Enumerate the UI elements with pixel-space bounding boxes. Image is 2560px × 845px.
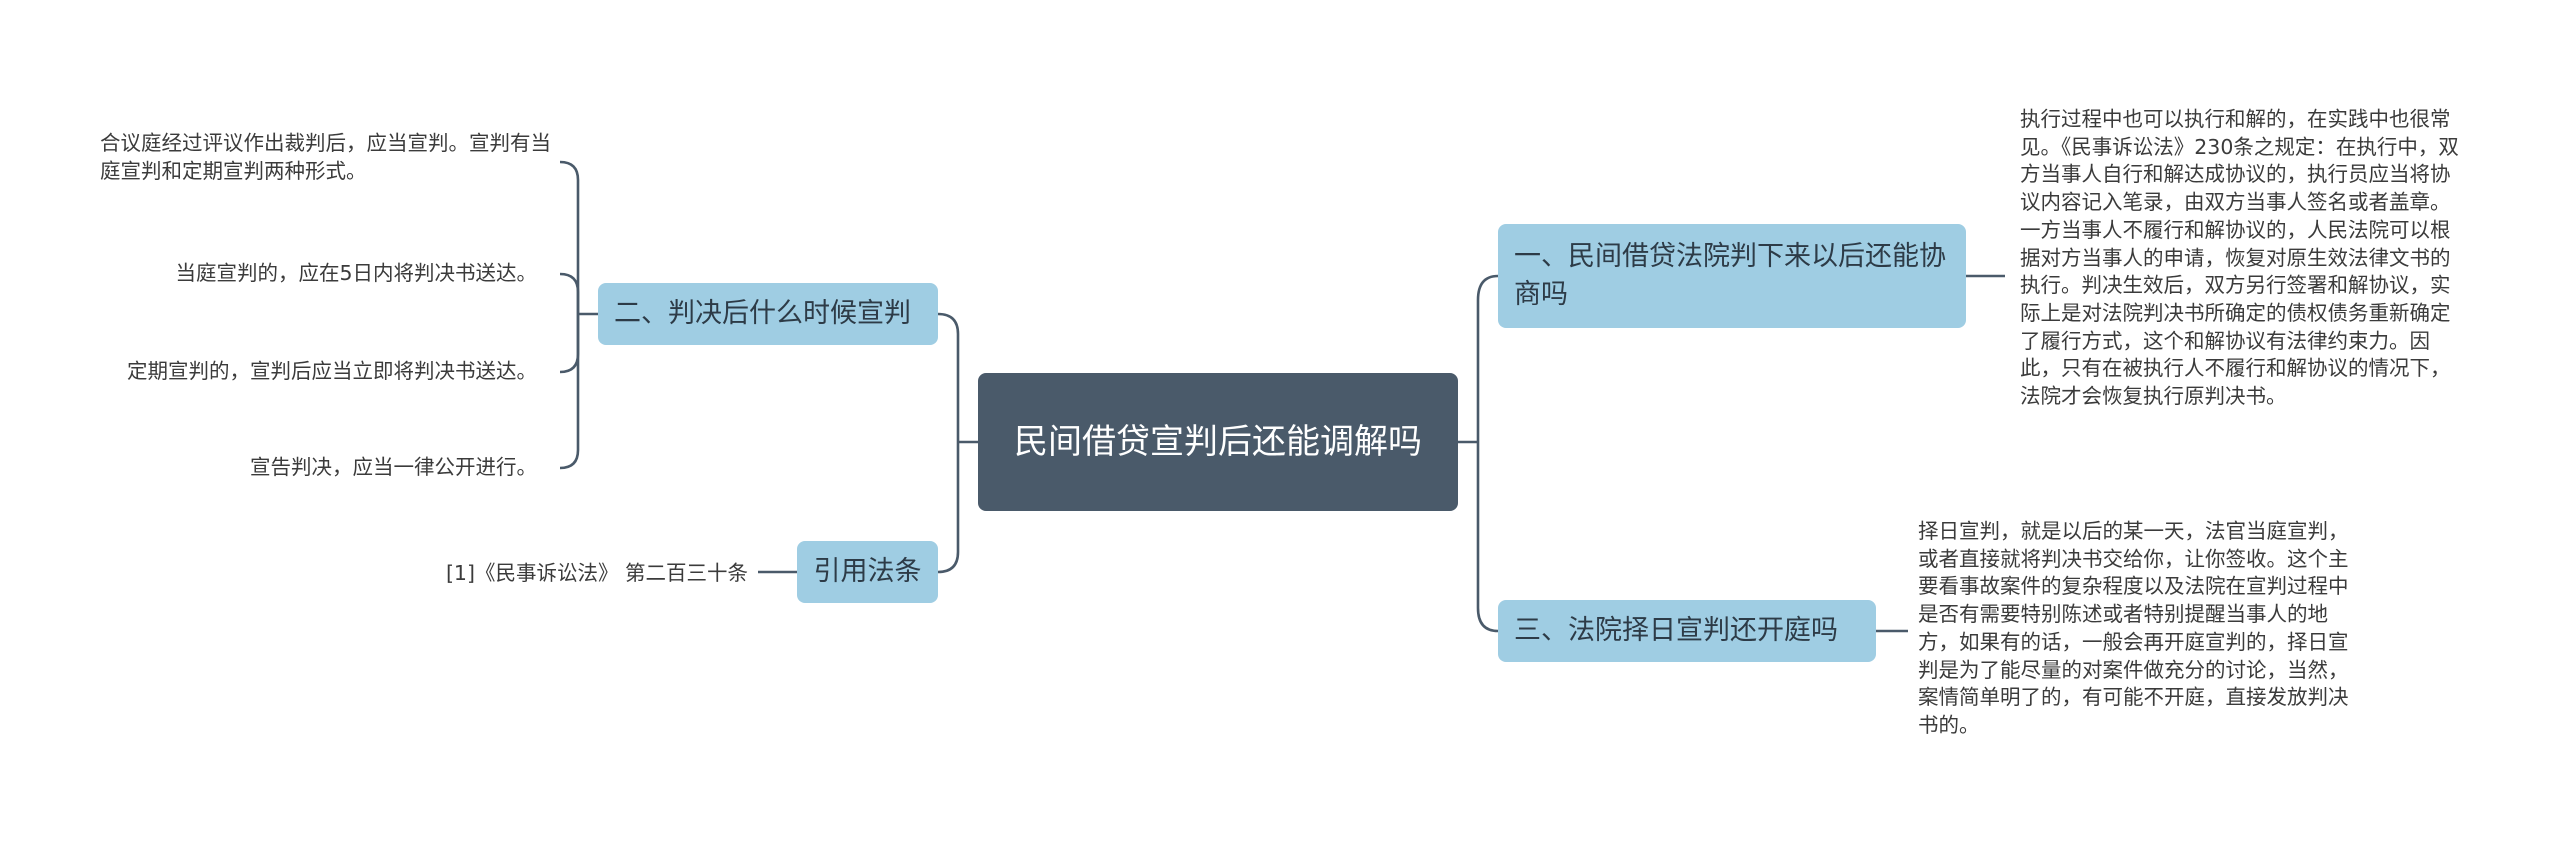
branch-label: 引用法条 (813, 556, 922, 587)
leaf-execution-settlement: 执行过程中也可以执行和解的，在实践中也很常见。《民事诉讼法》230条之规定：在执… (2020, 107, 2459, 409)
branch-when-to-announce[interactable]: 二、判决后什么时候宣判 (598, 283, 938, 345)
branch-label: 一、民间借贷法院判下来以后还能协商吗 (1514, 241, 1946, 310)
connector-b2-leaf2 (559, 272, 580, 314)
branch-later-date-hearing[interactable]: 三、法院择日宣判还开庭吗 (1498, 600, 1876, 662)
leaf-later-date-explanation: 择日宣判，就是以后的某一天，法官当庭宣判，或者直接就将判决书交给你，让你签收。这… (1918, 519, 2349, 737)
connector-b2-leaf4 (559, 314, 580, 470)
leaf-law-reference: [1]《民事诉讼法》 第二百三十条 (445, 561, 748, 585)
root-topic-label: 民间借贷宣判后还能调解吗 (1014, 421, 1422, 462)
leaf-public-announce: 宣告判决，应当一律公开进行。 (250, 455, 537, 479)
connector-b2-leaf1 (559, 160, 580, 314)
branch-cited-law[interactable]: 引用法条 (797, 541, 938, 603)
connector-left-trunk-b4 (937, 442, 960, 574)
connector-right-trunk-b3 (1476, 442, 1499, 633)
leaf-in-court-announce: 当庭宣判的，应在5日内将判决书送达。 (175, 261, 537, 285)
branch-negotiate-after-judgment[interactable]: 一、民间借贷法院判下来以后还能协商吗 (1498, 224, 1966, 328)
connector-b2-leaf3 (559, 314, 580, 374)
root-topic[interactable]: 民间借贷宣判后还能调解吗 (978, 373, 1458, 511)
connector-left-trunk-b2 (937, 312, 960, 442)
branch-label: 三、法院择日宣判还开庭吗 (1514, 615, 1838, 646)
connector-right-trunk-b1 (1476, 274, 1499, 442)
leaf-announce-forms: 合议庭经过评议作出裁判后，应当宣判。宣判有当庭宣判和定期宣判两种形式。 (100, 131, 551, 183)
branch-label: 二、判决后什么时候宣判 (614, 298, 911, 329)
leaf-scheduled-announce: 定期宣判的，宣判后应当立即将判决书送达。 (127, 359, 537, 383)
